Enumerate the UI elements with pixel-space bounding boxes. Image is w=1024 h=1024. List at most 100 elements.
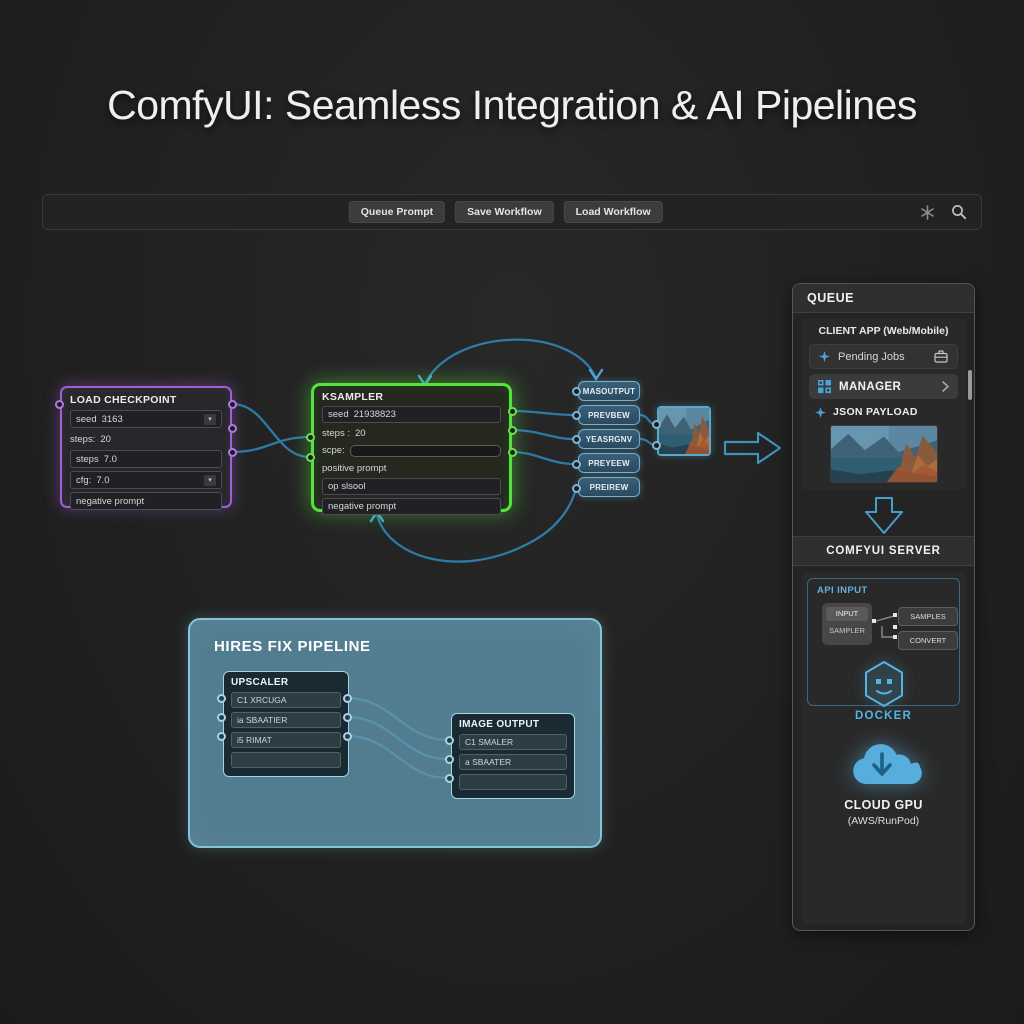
wire xyxy=(511,409,575,417)
wire xyxy=(511,428,575,441)
port[interactable] xyxy=(228,400,237,409)
positive-prompt-field[interactable]: positive prompt xyxy=(322,461,501,476)
pending-jobs-row[interactable]: Pending Jobs xyxy=(809,344,958,369)
scrollbar-thumb[interactable] xyxy=(968,370,972,400)
field-label: cfg: xyxy=(76,474,92,486)
node-field[interactable]: i5 RIMAT xyxy=(231,732,341,748)
port[interactable] xyxy=(228,424,237,433)
docker-label: DOCKER xyxy=(854,710,913,722)
api-wires xyxy=(872,613,897,639)
port[interactable] xyxy=(343,694,352,703)
search-icon[interactable] xyxy=(951,204,967,220)
manager-grid-icon xyxy=(818,380,831,393)
node-field[interactable]: C1 XRCUGA xyxy=(231,692,341,708)
api-input-box: API INPUT INPUT SAMPLER SAMPLES CONVERT xyxy=(807,578,960,706)
output-pill-masoutput[interactable]: MASOUTPUT xyxy=(578,381,640,401)
node-title: UPSCALER xyxy=(231,677,289,688)
api-sampler-field[interactable]: SAMPLER xyxy=(829,626,865,635)
wire xyxy=(423,338,598,385)
field-value: 3163 xyxy=(101,413,123,425)
port[interactable] xyxy=(508,407,517,416)
steps2-field[interactable]: steps 7.0 xyxy=(70,450,222,468)
progress-bar xyxy=(349,444,501,457)
negative-prompt-field[interactable]: negative prompt xyxy=(322,497,501,515)
load-workflow-button[interactable]: Load Workflow xyxy=(563,201,663,223)
port[interactable] xyxy=(445,736,454,745)
pending-jobs-label: Pending Jobs xyxy=(838,350,905,363)
manager-row[interactable]: MANAGER xyxy=(809,374,958,399)
output-pill-preview-3[interactable]: PREIREW xyxy=(578,477,640,497)
node-field[interactable]: a SBAATER xyxy=(459,754,567,770)
hires-fix-pipeline-panel: HIRES FIX PIPELINE UPSCALER C1 XRCUGA ia… xyxy=(188,618,602,848)
dropdown-caret-icon[interactable]: ▾ xyxy=(204,413,216,425)
payload-image-thumbnail[interactable] xyxy=(830,426,937,482)
port[interactable] xyxy=(572,411,581,420)
seed-field[interactable]: seed 3163 ▾ xyxy=(70,410,222,428)
output-pill-preview-2[interactable]: PREYEEW xyxy=(578,453,640,473)
node-field-empty[interactable] xyxy=(459,774,567,790)
port[interactable] xyxy=(343,713,352,722)
chevron-right-icon xyxy=(942,381,949,392)
api-samples-node[interactable]: SAMPLES xyxy=(898,607,958,626)
seed-field[interactable]: seed 21938823 xyxy=(322,406,501,423)
sampler-field[interactable]: op slsool xyxy=(322,478,501,495)
node-field[interactable]: ia SBAATIER xyxy=(231,712,341,728)
port[interactable] xyxy=(652,441,661,450)
field-label: seed xyxy=(76,413,97,425)
port[interactable] xyxy=(508,448,517,457)
sparkle-icon xyxy=(815,406,826,418)
port[interactable] xyxy=(572,387,581,396)
port[interactable] xyxy=(306,453,315,462)
negative-prompt-field[interactable]: negative prompt xyxy=(70,492,222,510)
port[interactable] xyxy=(217,713,226,722)
toolbar-button-group: Queue Prompt Save Workflow Load Workflow xyxy=(348,201,663,223)
port[interactable] xyxy=(445,774,454,783)
api-input-node[interactable]: INPUT SAMPLER xyxy=(822,603,872,645)
save-workflow-button[interactable]: Save Workflow xyxy=(455,201,554,223)
port[interactable] xyxy=(572,460,581,469)
field-label: scpe: xyxy=(322,445,345,456)
steps-field[interactable]: steps : 20 xyxy=(322,426,501,441)
port[interactable] xyxy=(55,400,64,409)
port[interactable] xyxy=(572,484,581,493)
load-checkpoint-node[interactable]: LOAD CHECKPOINT seed 3163 ▾ steps: 20 st… xyxy=(60,386,232,510)
output-pill-vae[interactable]: YEASRGNV xyxy=(578,429,640,449)
field-value: 20 xyxy=(100,433,111,445)
cfg-field[interactable]: cfg: 7.0 ▾ xyxy=(70,471,222,489)
steps-field[interactable]: steps: 20 xyxy=(70,431,222,447)
port[interactable] xyxy=(217,694,226,703)
port[interactable] xyxy=(652,420,661,429)
port[interactable] xyxy=(508,426,517,435)
api-convert-node[interactable]: CONVERT xyxy=(898,631,958,650)
preview-image-node[interactable] xyxy=(657,406,711,456)
wire xyxy=(231,435,311,454)
upscaler-node[interactable]: UPSCALER C1 XRCUGA ia SBAATIER i5 RIMAT xyxy=(223,671,349,777)
landscape-thumbnail xyxy=(830,426,937,482)
api-input-field[interactable]: INPUT xyxy=(826,607,868,621)
output-pill-preview-1[interactable]: PREVBEW xyxy=(578,405,640,425)
comfyui-server-header: COMFYUI SERVER xyxy=(793,536,974,566)
queue-prompt-button[interactable]: Queue Prompt xyxy=(348,201,446,223)
wire xyxy=(511,450,575,466)
wire xyxy=(231,402,311,459)
client-app-card: CLIENT APP (Web/Mobile) Pending Jobs MAN… xyxy=(801,318,966,490)
port[interactable] xyxy=(343,732,352,741)
asterisk-icon[interactable] xyxy=(920,204,935,220)
cloud-download-icon xyxy=(846,738,922,792)
api-input-label: API INPUT xyxy=(817,585,868,596)
node-title: LOAD CHECKPOINT xyxy=(70,394,177,406)
cloud-gpu-label: CLOUD GPU xyxy=(844,798,923,812)
dropdown-caret-icon[interactable]: ▾ xyxy=(204,474,216,486)
ksampler-node[interactable]: KSAMPLER seed 21938823 steps : 20 scpe: … xyxy=(311,383,512,515)
port[interactable] xyxy=(306,433,315,442)
node-field-empty[interactable] xyxy=(231,752,341,768)
port[interactable] xyxy=(228,448,237,457)
node-field[interactable]: C1 SMALER xyxy=(459,734,567,750)
server-card: API INPUT INPUT SAMPLER SAMPLES CONVERT xyxy=(801,572,966,924)
field-value: 7.0 xyxy=(96,474,110,486)
port[interactable] xyxy=(572,435,581,444)
image-output-node[interactable]: IMAGE OUTPUT C1 SMALER a SBAATER xyxy=(451,713,575,799)
port[interactable] xyxy=(445,755,454,764)
port[interactable] xyxy=(217,732,226,741)
